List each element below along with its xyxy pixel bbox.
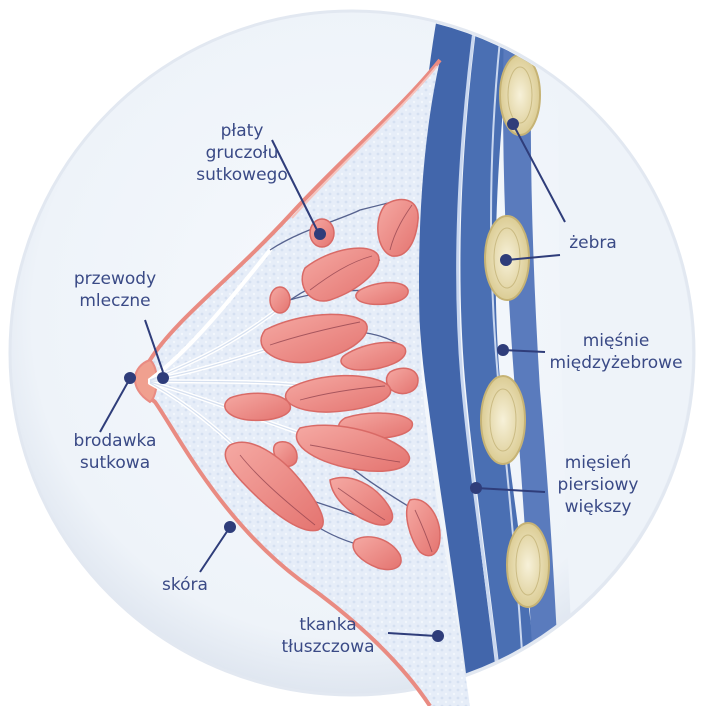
label-glandular-lobes: płaty gruczołu sutkowego — [172, 120, 312, 186]
pointer-lobes-dot — [315, 229, 325, 239]
label-fat-tissue: tkanka tłuszczowa — [266, 614, 390, 658]
lobe — [270, 287, 290, 313]
rib-4 — [507, 523, 549, 607]
pointer-fat-dot — [433, 631, 443, 641]
pointer-nipple-dot — [125, 373, 135, 383]
pointer-ducts-dot — [158, 373, 168, 383]
label-ribs: żebra — [558, 232, 628, 254]
pointer-ribs2-dot — [501, 255, 511, 265]
pointer-intercostal-dot — [498, 345, 508, 355]
pointer-skin-dot — [225, 522, 235, 532]
label-nipple: brodawka sutkowa — [60, 430, 170, 474]
label-intercostal-muscles: mięśnie międzyżebrowe — [546, 330, 686, 374]
pointer-pectoralis-dot — [471, 483, 481, 493]
label-pectoralis-major: mięsień piersiowy większy — [548, 452, 648, 518]
pointer-ribs-dot — [508, 119, 518, 129]
label-skin: skóra — [150, 574, 220, 596]
label-milk-ducts: przewody mleczne — [60, 268, 170, 312]
lobe — [225, 393, 291, 420]
